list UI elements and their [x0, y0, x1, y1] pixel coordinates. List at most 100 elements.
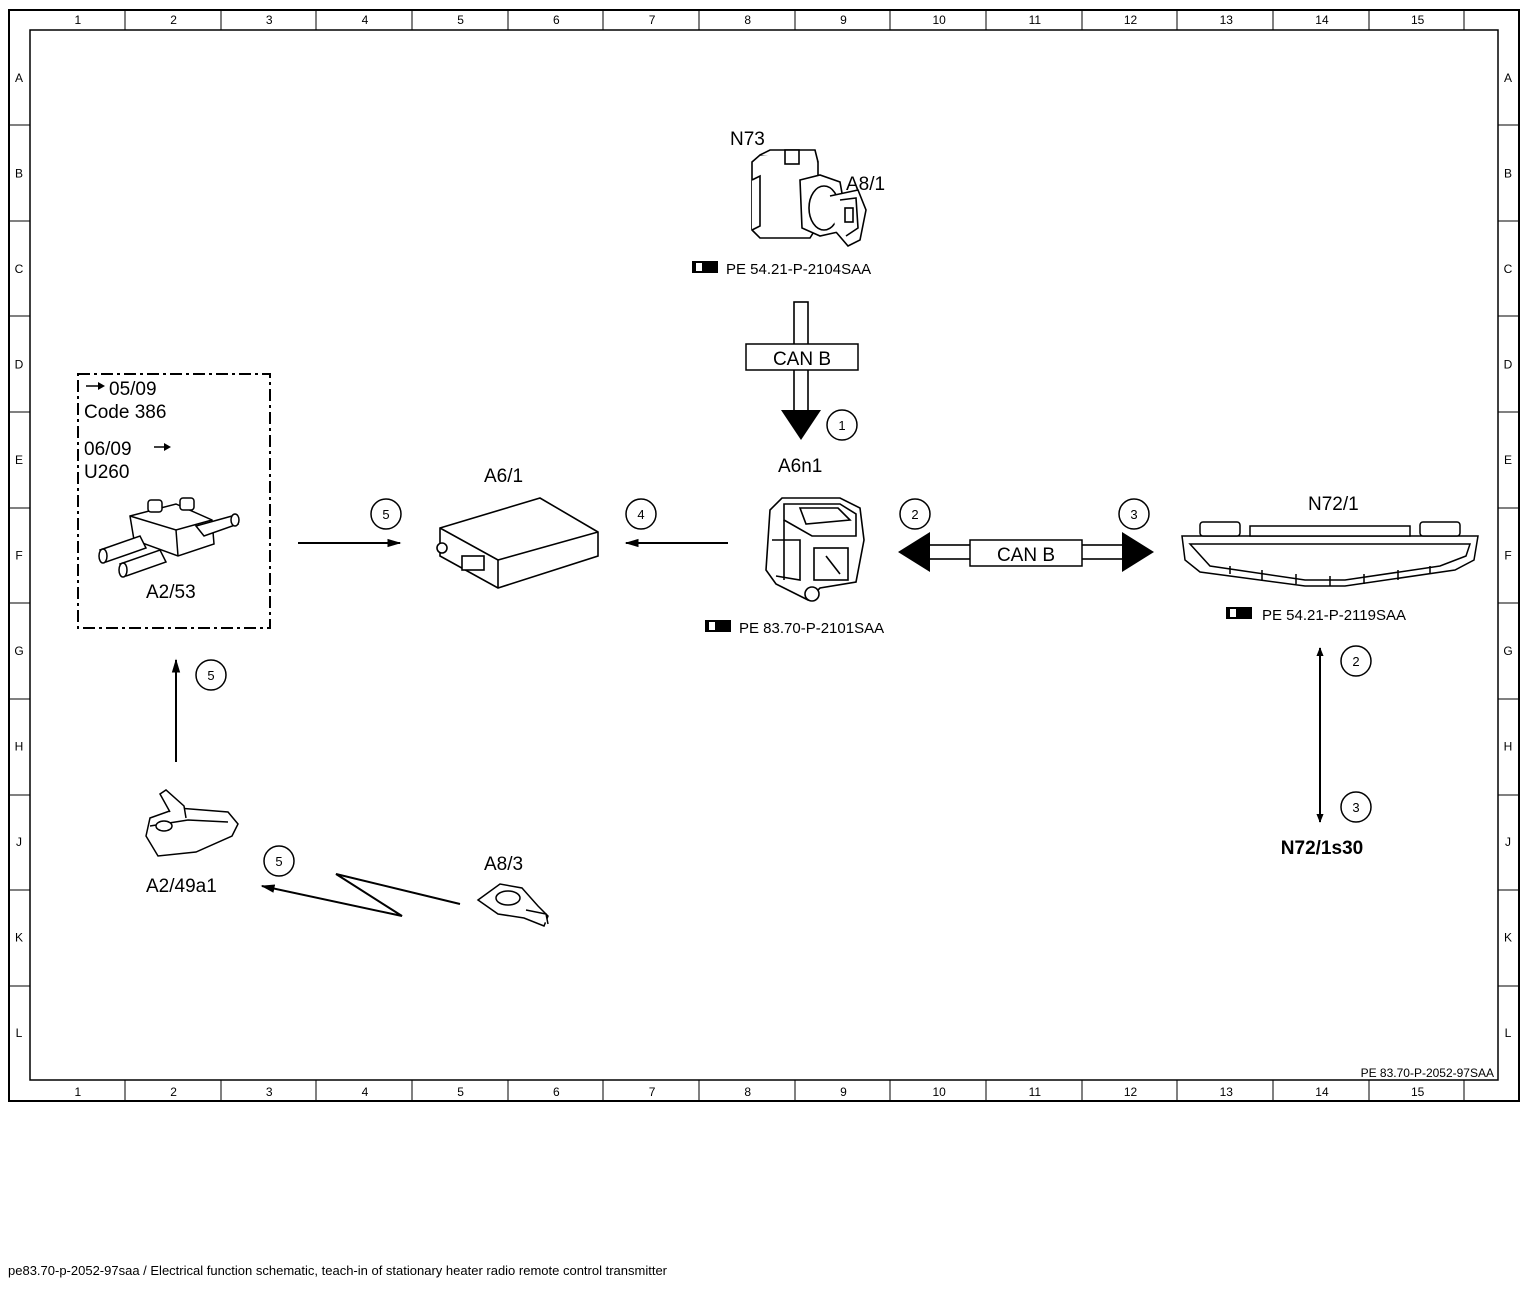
row-grid-left — [9, 124, 30, 987]
row-label-left-A: A — [15, 71, 23, 85]
label-n72-1: N72/1 — [1308, 494, 1359, 515]
can-b-horizontal-box — [969, 539, 1083, 567]
column-label-top-11: 11 — [1029, 13, 1042, 27]
step-marker-4: 4 — [625, 498, 657, 530]
reference-hand-icon — [705, 620, 731, 632]
step-marker-2: 2 — [899, 498, 931, 530]
step-marker-5-remote: 5 — [263, 845, 295, 877]
validity-line-4: U260 — [84, 462, 129, 483]
svg-text:1: 1 — [838, 418, 845, 433]
label-a8-1: A8/1 — [846, 174, 885, 195]
row-label-left-L: L — [16, 1026, 23, 1040]
step-marker-2-switch: 2 — [1340, 645, 1372, 677]
control-panel-n72-1-icon — [1181, 521, 1479, 587]
step-marker-5-top: 5 — [370, 498, 402, 530]
row-label-right-H: H — [1504, 739, 1513, 753]
reference-n72-1: PE 54.21-P-2119SAA — [1262, 607, 1406, 624]
column-label-top-9: 9 — [840, 13, 847, 27]
svg-text:5: 5 — [275, 854, 282, 869]
step-marker-3: 3 — [1118, 498, 1150, 530]
column-label-top-10: 10 — [932, 13, 946, 27]
row-label-right-D: D — [1504, 357, 1513, 371]
column-label-bottom-4: 4 — [362, 1085, 369, 1099]
document-id: PE 83.70-P-2052-97SAA — [1361, 1066, 1494, 1080]
column-label-top-1: 1 — [75, 13, 82, 27]
validity-box-frame — [77, 373, 271, 629]
validity-line-3: 06/09 — [84, 439, 132, 460]
column-label-bottom-2: 2 — [170, 1085, 177, 1099]
column-label-top-15: 15 — [1411, 13, 1425, 27]
svg-text:2: 2 — [911, 507, 918, 522]
svg-text:4: 4 — [637, 507, 644, 522]
row-label-right-F: F — [1504, 548, 1511, 562]
row-label-right-G: G — [1503, 644, 1512, 658]
can-b-vertical-label: CAN B — [773, 349, 831, 370]
row-label-right-C: C — [1504, 262, 1513, 276]
ignition-switch-n73-icon — [751, 149, 867, 247]
remote-control-a8-3-icon — [476, 883, 549, 927]
column-label-bottom-8: 8 — [744, 1085, 751, 1099]
row-label-left-G: G — [14, 644, 23, 658]
column-label-bottom-3: 3 — [266, 1085, 273, 1099]
reference-n73: PE 54.21-P-2104SAA — [726, 261, 871, 278]
column-label-top-14: 14 — [1315, 13, 1329, 27]
column-grid-bottom — [124, 1080, 1465, 1101]
row-label-left-J: J — [16, 835, 22, 849]
svg-text:2: 2 — [1352, 654, 1359, 669]
can-bus-right-arrowhead — [1122, 532, 1154, 572]
label-n72-1s30: N72/1s30 — [1281, 838, 1363, 859]
row-label-right-J: J — [1505, 835, 1511, 849]
column-label-bottom-11: 11 — [1029, 1085, 1042, 1099]
antenna-a2-49a1-icon — [145, 789, 239, 857]
row-label-right-E: E — [1504, 453, 1512, 467]
column-label-top-13: 13 — [1220, 13, 1234, 27]
column-label-top-4: 4 — [362, 13, 369, 27]
inner-frame — [29, 29, 1499, 1081]
column-label-top-12: 12 — [1124, 13, 1138, 27]
row-label-left-B: B — [15, 166, 23, 180]
label-a2-49a1: A2/49a1 — [146, 876, 217, 897]
radio-signal-line — [260, 873, 461, 917]
grid-labels: 1122334455667788991010111112121313141415… — [14, 13, 1512, 1099]
svg-text:3: 3 — [1130, 507, 1137, 522]
row-label-left-C: C — [15, 262, 24, 276]
figure-caption: pe83.70-p-2052-97saa / Electrical functi… — [8, 1263, 668, 1278]
step-marker-3-switch: 3 — [1340, 791, 1372, 823]
can-b-vertical-box — [745, 343, 859, 371]
row-label-left-H: H — [15, 739, 24, 753]
column-label-bottom-13: 13 — [1220, 1085, 1234, 1099]
label-a8-3: A8/3 — [484, 854, 523, 875]
row-label-left-F: F — [15, 548, 22, 562]
row-label-right-A: A — [1504, 71, 1512, 85]
validity-line-1: 05/09 — [109, 379, 157, 400]
column-label-bottom-12: 12 — [1124, 1085, 1138, 1099]
arrow-right-icon — [86, 382, 105, 390]
validity-line-2: Code 386 — [84, 402, 166, 423]
column-label-bottom-9: 9 — [840, 1085, 847, 1099]
column-label-top-7: 7 — [649, 13, 656, 27]
column-grid-top — [124, 10, 1465, 30]
svg-text:5: 5 — [207, 668, 214, 683]
reference-hand-icon — [692, 261, 718, 273]
column-label-bottom-5: 5 — [457, 1085, 464, 1099]
column-label-bottom-14: 14 — [1315, 1085, 1329, 1099]
arrow-right-icon — [154, 443, 171, 451]
row-label-left-E: E — [15, 453, 23, 467]
can-bus-vertical-arrowhead — [781, 410, 821, 440]
step-marker-1: 1 — [826, 409, 858, 441]
column-label-bottom-6: 6 — [553, 1085, 560, 1099]
step-marker-5-antenna: 5 — [195, 659, 227, 691]
column-label-top-8: 8 — [744, 13, 751, 27]
label-n73: N73 — [730, 129, 765, 150]
reference-hand-icon — [1226, 607, 1252, 619]
column-label-top-5: 5 — [457, 13, 464, 27]
tuner-a2-53-icon — [98, 497, 240, 578]
heater-control-unit-a6n1-icon — [765, 497, 865, 602]
outer-frame — [8, 9, 1520, 1102]
row-label-left-D: D — [15, 357, 24, 371]
reference-a6n1: PE 83.70-P-2101SAA — [739, 620, 884, 637]
heater-module-a6-1-icon — [436, 497, 599, 589]
column-label-top-3: 3 — [266, 13, 273, 27]
label-a6-1: A6/1 — [484, 466, 523, 487]
